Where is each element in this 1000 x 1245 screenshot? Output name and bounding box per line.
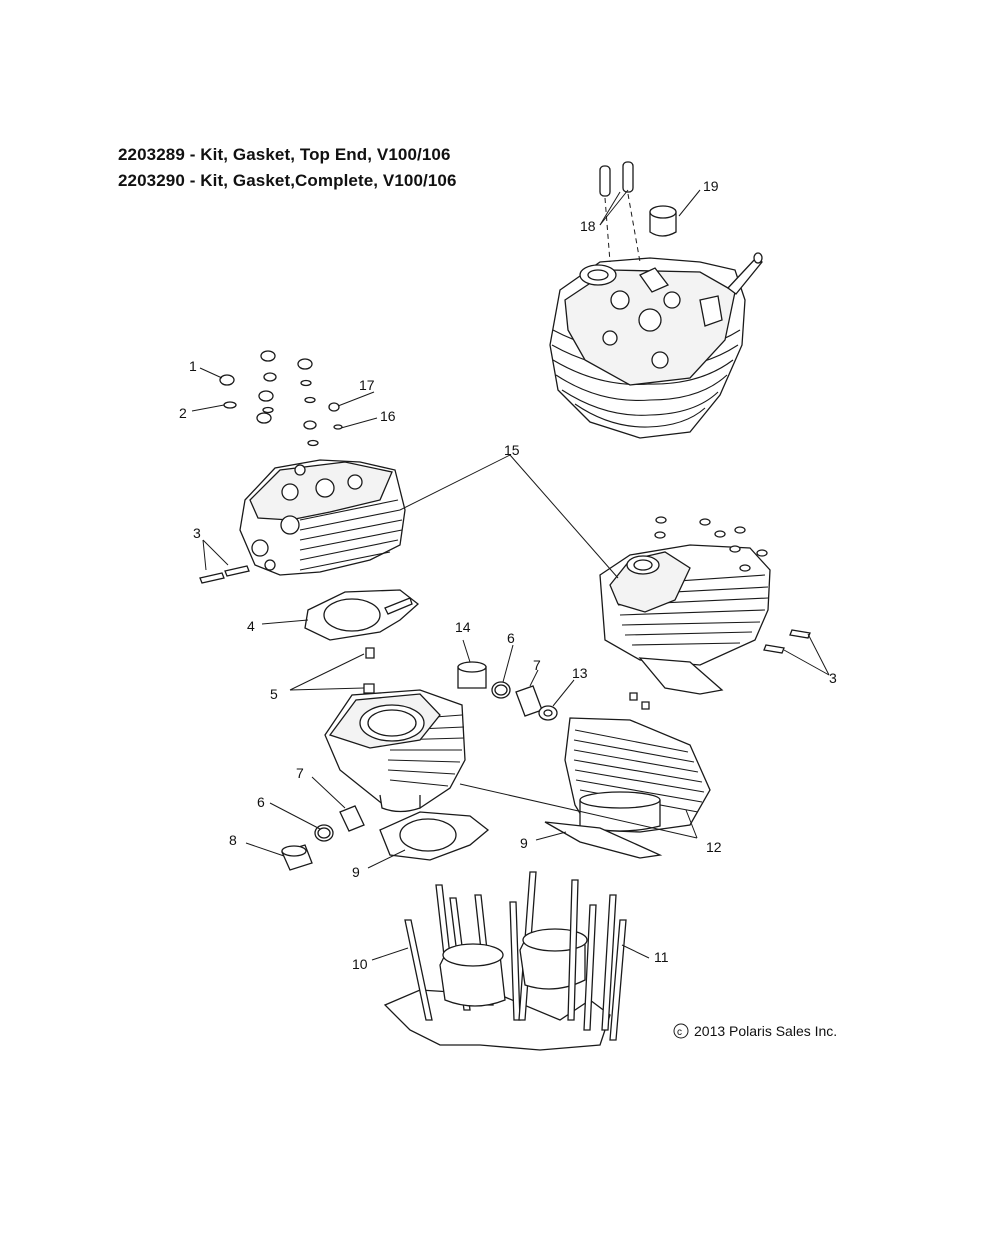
- callout-15: 15: [504, 442, 520, 458]
- part-5-rear-dowels: [629, 692, 650, 710]
- front-cylinder-head: [239, 459, 406, 576]
- part-4-head-gasket: [304, 589, 420, 641]
- kit-label-top-end: 2203289 - Kit, Gasket, Top End, V100/106: [118, 145, 451, 164]
- front-cylinder: [324, 689, 466, 813]
- callout-11: 11: [654, 949, 669, 965]
- callout-19: 19: [703, 178, 719, 194]
- callout-10: 10: [352, 956, 368, 972]
- part-1-rear-head-nuts: [654, 516, 768, 572]
- part-7-tube: [339, 685, 543, 832]
- callout-1: 1: [189, 358, 197, 374]
- callout-5: 5: [270, 686, 278, 702]
- leader-lines: [191, 189, 830, 961]
- callout-6-lower: 6: [257, 794, 265, 810]
- callout-17: 17: [359, 377, 375, 393]
- part-2-washers: [223, 379, 319, 447]
- rear-cylinder-head: [599, 544, 771, 666]
- part-14-plug: [457, 661, 487, 689]
- part-9-base-gaskets: [379, 811, 663, 861]
- callout-9-left: 9: [352, 864, 360, 880]
- part-8-plug: [281, 844, 313, 871]
- callout-14: 14: [455, 619, 471, 635]
- callout-7-upper: 7: [533, 657, 541, 673]
- part-9-rear-head-gasket: [638, 657, 724, 695]
- copyright-c: c: [677, 1027, 682, 1038]
- part-18-dowel-pins: [599, 161, 641, 263]
- copyright-symbol: c: [673, 1023, 689, 1039]
- callout-labels: 1 2 3 4 5 6 6 7 7 8 9 9 10 11 12 13 14 1…: [179, 178, 837, 972]
- part-3-dowels-left: [199, 565, 250, 584]
- kit-label-complete: 2203290 - Kit, Gasket,Complete, V100/106: [118, 171, 457, 190]
- part-19-bushing: [649, 205, 677, 237]
- callout-7-lower: 7: [296, 765, 304, 781]
- part-11-studs: [567, 879, 627, 1041]
- callout-2: 2: [179, 405, 187, 421]
- callout-3-right: 3: [829, 670, 837, 686]
- rear-cylinder-head-top-view: [549, 252, 763, 439]
- callout-13: 13: [572, 665, 588, 681]
- callout-16: 16: [380, 408, 396, 424]
- part-13-bushing: [538, 705, 558, 721]
- callout-6-upper: 6: [507, 630, 515, 646]
- part-3-dowels-right: [763, 629, 811, 654]
- copyright-text: 2013 Polaris Sales Inc.: [694, 1023, 838, 1039]
- callout-8: 8: [229, 832, 237, 848]
- callout-18: 18: [580, 218, 596, 234]
- callout-12: 12: [706, 839, 722, 855]
- part-16-washer: [333, 424, 343, 430]
- part-5-dowels: [363, 647, 375, 694]
- rear-cylinder: [564, 717, 711, 833]
- callout-4: 4: [247, 618, 255, 634]
- callout-9-right: 9: [520, 835, 528, 851]
- part-1-head-nuts: [219, 350, 317, 430]
- part-17-nut: [328, 402, 340, 412]
- callout-3-left: 3: [193, 525, 201, 541]
